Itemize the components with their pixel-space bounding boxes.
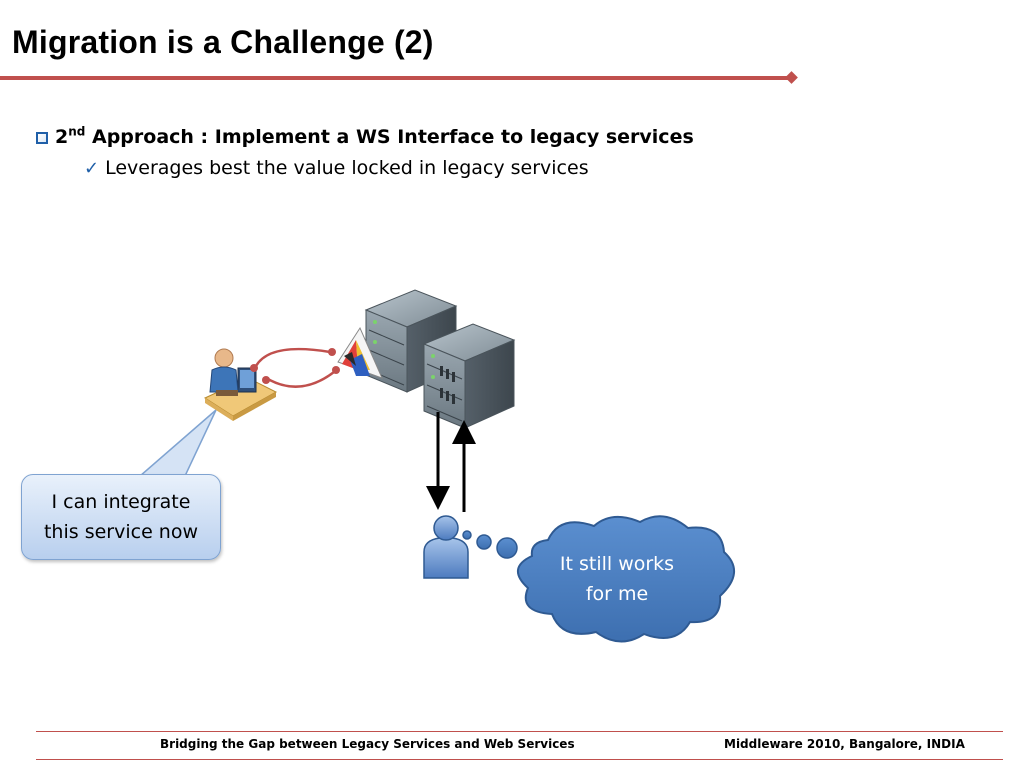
sub-bullet-text: Leverages best the value locked in legac…	[105, 157, 589, 179]
thought-cloud-icon	[517, 515, 735, 643]
footer-presentation-title: Bridging the Gap between Legacy Services…	[160, 737, 575, 751]
developer-desk-icon	[203, 348, 278, 421]
thought-bubbles	[462, 530, 518, 559]
bullet-approach-text: Approach : Implement a WS Interface to l…	[85, 126, 694, 148]
square-bullet-icon	[36, 132, 48, 144]
sub-bullet-leverages: ✓Leverages best the value locked in lega…	[84, 157, 589, 179]
checkmark-icon: ✓	[84, 158, 100, 179]
ws-interface-prism-icon	[337, 326, 383, 379]
bullet-approach: 2nd Approach : Implement a WS Interface …	[36, 126, 694, 148]
footer-event: Middleware 2010, Bangalore, INDIA	[724, 737, 965, 751]
bullet-approach-prefix: 2	[55, 126, 69, 148]
footer-divider-bottom	[36, 759, 1003, 760]
callout-text: I can integrate this service now	[43, 491, 198, 543]
footer-divider-top	[36, 731, 1003, 732]
callout-pointer	[137, 409, 217, 477]
integration-arrows	[250, 347, 340, 388]
thought-cloud-text: It still works for me	[559, 553, 675, 605]
integration-callout: I can integrate this service now	[21, 474, 221, 560]
user-icon	[423, 515, 469, 579]
server-rack-icon	[364, 289, 516, 429]
bullet-approach-superscript: nd	[68, 124, 86, 139]
page-title: Migration is a Challenge (2)	[12, 24, 434, 60]
title-divider	[0, 76, 792, 80]
